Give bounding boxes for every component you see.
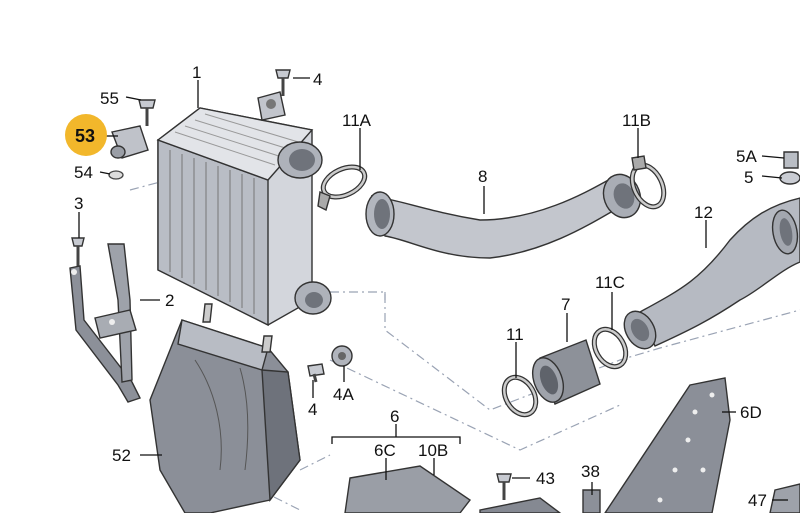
coupling-7[interactable]: [527, 339, 601, 406]
intercooler[interactable]: [156, 91, 332, 327]
sensor-53[interactable]: [110, 125, 149, 159]
hose-8[interactable]: [365, 169, 646, 259]
seal-54[interactable]: [108, 170, 124, 180]
clamp-11[interactable]: [498, 372, 542, 421]
leader-lines: [78, 77, 788, 501]
highlight-circle: [65, 114, 107, 156]
label-6c[interactable]: 6C: [374, 441, 396, 460]
part-47[interactable]: [769, 483, 800, 513]
label-11c[interactable]: 11C: [595, 273, 625, 292]
bolt-43[interactable]: [496, 473, 512, 500]
label-3[interactable]: 3: [74, 194, 83, 213]
pipe-12[interactable]: [618, 197, 800, 354]
label-55[interactable]: 55: [100, 89, 119, 108]
bolt-3[interactable]: [71, 237, 85, 266]
clamp-11a[interactable]: [317, 161, 369, 212]
label-53[interactable]: 53: [75, 126, 95, 146]
gasket-6d[interactable]: [604, 377, 731, 513]
label-11[interactable]: 11: [506, 325, 524, 344]
clip-38[interactable]: [582, 489, 601, 513]
clamp-11c[interactable]: [588, 324, 632, 373]
bracket-10b[interactable]: [479, 497, 562, 513]
label-11b[interactable]: 11B: [622, 111, 651, 130]
label-12[interactable]: 12: [694, 203, 713, 222]
label-11a[interactable]: 11A: [342, 111, 372, 130]
label-10b[interactable]: 10B: [418, 441, 448, 460]
label-4-bottom[interactable]: 4: [308, 400, 317, 419]
label-1[interactable]: 1: [192, 63, 201, 82]
bolt-4-top[interactable]: [275, 69, 291, 96]
label-4-top[interactable]: 4: [313, 70, 322, 89]
label-38[interactable]: 38: [581, 462, 600, 481]
label-5a[interactable]: 5A: [736, 147, 757, 166]
bolt-4-bottom[interactable]: [307, 363, 325, 383]
label-5[interactable]: 5: [744, 168, 753, 187]
part-labels: 1 4 55 53 54 3 2 52 4 4A 11A 8 11B 5A 5 …: [74, 63, 767, 510]
bolt-55[interactable]: [138, 99, 156, 126]
label-7[interactable]: 7: [561, 295, 570, 314]
label-2[interactable]: 2: [165, 291, 174, 310]
label-47[interactable]: 47: [748, 491, 767, 510]
bracket-2[interactable]: [69, 243, 141, 403]
clamp-11b[interactable]: [626, 155, 670, 212]
label-54[interactable]: 54: [74, 163, 93, 182]
label-43[interactable]: 43: [536, 469, 555, 488]
grommet-4a[interactable]: [331, 345, 353, 367]
label-52[interactable]: 52: [112, 446, 131, 465]
air-duct-52[interactable]: [149, 303, 301, 513]
label-4a[interactable]: 4A: [333, 385, 354, 404]
label-6[interactable]: 6: [390, 407, 399, 426]
cap-5a[interactable]: [783, 151, 799, 169]
plate-6c[interactable]: [344, 465, 472, 513]
label-8[interactable]: 8: [478, 167, 487, 186]
label-6d[interactable]: 6D: [740, 403, 762, 422]
nut-5[interactable]: [779, 171, 800, 185]
